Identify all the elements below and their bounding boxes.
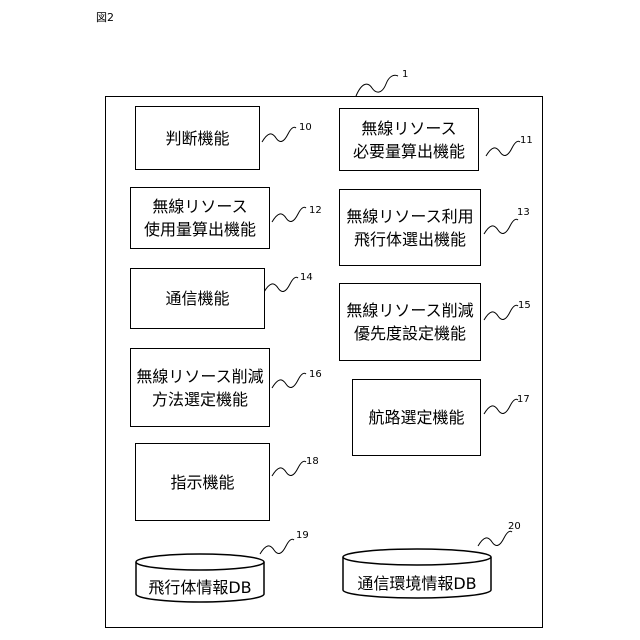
box-14-line-1: 通信機能 (165, 287, 229, 310)
ref-13: 13 (517, 207, 530, 218)
ref-14: 14 (300, 272, 313, 283)
box-communication-function: 通信機能 (130, 268, 265, 329)
ref-1: 1 (402, 69, 408, 80)
box-resource-required-calc: 無線リソース 必要量算出機能 (339, 108, 479, 171)
box-15-line-2: 優先度設定機能 (354, 322, 466, 345)
box-13-line-1: 無線リソース利用 (346, 205, 473, 228)
box-16-line-2: 方法選定機能 (152, 388, 248, 411)
box-12-line-1: 無線リソース (152, 195, 247, 218)
ref-17: 17 (517, 394, 530, 405)
box-reduction-method: 無線リソース削減 方法選定機能 (130, 348, 270, 427)
ref-15: 15 (518, 300, 531, 311)
leader-1 (356, 75, 398, 96)
box-13-line-2: 飛行体選出機能 (354, 228, 466, 251)
box-route-selection: 航路選定機能 (352, 379, 481, 456)
ref-12: 12 (309, 205, 322, 216)
box-judgment-function: 判断機能 (135, 106, 260, 170)
ref-10: 10 (299, 122, 312, 133)
db-aircraft-info: 飛行体情報DB (136, 574, 264, 598)
box-instruction-function: 指示機能 (135, 443, 270, 521)
box-11-line-1: 無線リソース (361, 117, 456, 140)
box-10-line-1: 判断機能 (165, 127, 229, 150)
box-aircraft-selection: 無線リソース利用 飛行体選出機能 (339, 189, 481, 266)
box-18-line-1: 指示機能 (170, 471, 234, 494)
box-16-line-1: 無線リソース削減 (136, 365, 263, 388)
ref-19: 19 (296, 530, 309, 541)
ref-11: 11 (520, 135, 533, 146)
db-comm-environment-info: 通信環境情報DB (343, 570, 491, 594)
ref-16: 16 (309, 369, 322, 380)
ref-18: 18 (306, 456, 319, 467)
box-resource-usage-calc: 無線リソース 使用量算出機能 (130, 187, 270, 249)
box-12-line-2: 使用量算出機能 (144, 218, 256, 241)
figure-label: 図2 (96, 9, 114, 25)
ref-20: 20 (508, 521, 521, 532)
box-11-line-2: 必要量算出機能 (353, 140, 465, 163)
box-17-line-1: 航路選定機能 (368, 406, 464, 429)
box-reduction-priority: 無線リソース削減 優先度設定機能 (339, 283, 481, 361)
box-15-line-1: 無線リソース削減 (346, 299, 473, 322)
